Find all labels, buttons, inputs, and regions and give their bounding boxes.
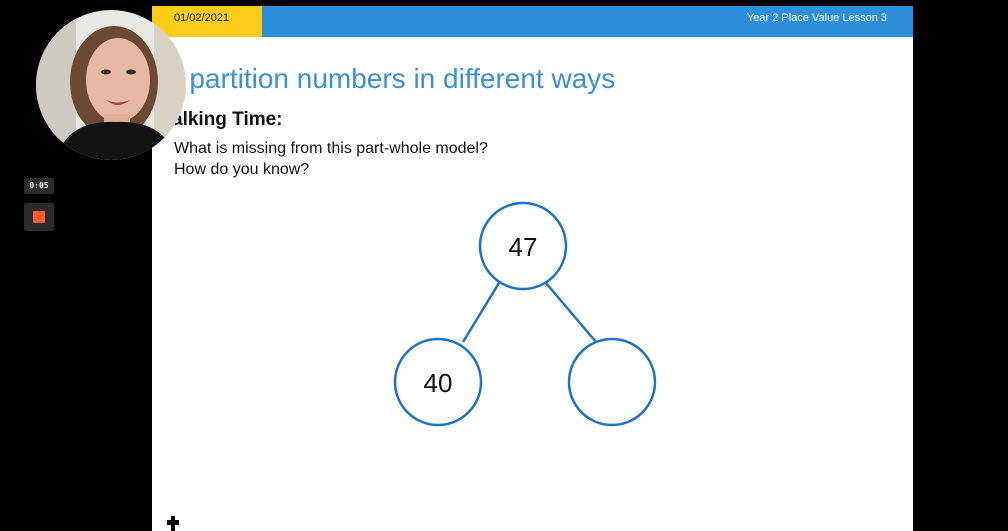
question-line-1: What is missing from this part-whole mod… <box>174 140 488 157</box>
question-line-2: How do you know? <box>174 161 310 178</box>
part-circle-1 <box>393 337 483 427</box>
pointer-icon <box>167 516 179 531</box>
slide: 01/02/2021 Year 2 Place Value Lesson 3 o… <box>152 6 913 531</box>
webcam-presenter[interactable] <box>36 10 186 160</box>
connector-left <box>461 282 501 343</box>
stop-recording-button[interactable] <box>24 203 54 231</box>
whole-value: 47 <box>508 232 538 262</box>
part-value-1: 40 <box>423 368 453 398</box>
whole-circle <box>478 201 568 291</box>
slide-subheading: alking Time: <box>172 109 283 130</box>
stop-icon <box>33 211 45 223</box>
slide-date: 01/02/2021 <box>152 6 262 37</box>
recording-timer: 0:05 <box>24 178 54 194</box>
connector-right <box>545 282 597 343</box>
slide-title: o partition numbers in different ways <box>166 63 616 94</box>
lesson-title: Year 2 Place Value Lesson 3 <box>746 12 887 24</box>
part-circle-2 <box>567 337 657 427</box>
part-whole-model <box>393 201 657 427</box>
presenter-video <box>36 10 186 160</box>
slide-header-bar: 01/02/2021 Year 2 Place Value Lesson 3 <box>152 6 913 37</box>
